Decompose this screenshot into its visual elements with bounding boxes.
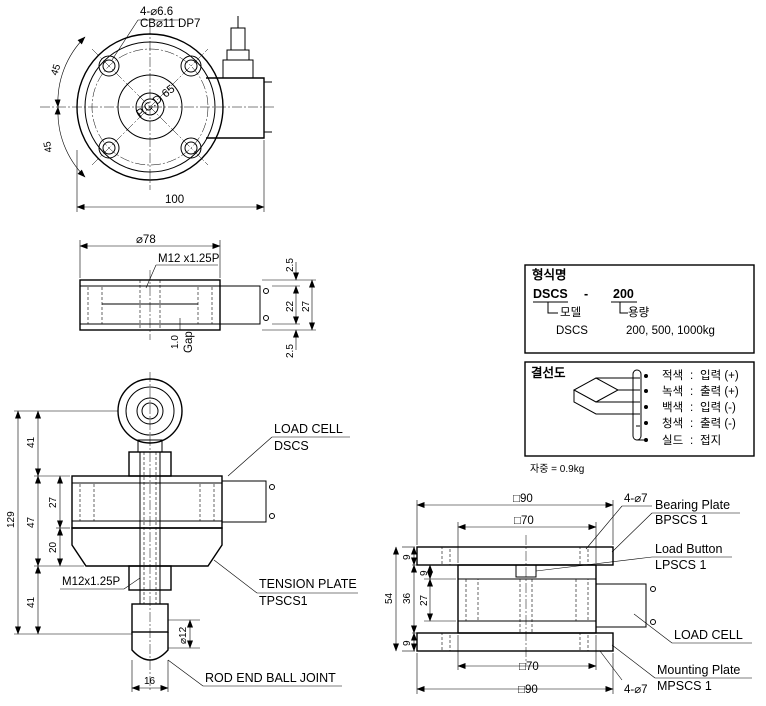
comp-dim-27: 27	[419, 594, 430, 606]
top-square-label: □90	[513, 493, 533, 505]
bolt-holes	[98, 55, 202, 159]
bearing-plate-label: Bearing Plate	[655, 498, 730, 512]
wire-color: 적색	[662, 369, 683, 382]
model-box-title: 형식명	[532, 267, 567, 282]
wire-markers	[637, 374, 648, 442]
bottom-square-label: □90	[518, 684, 538, 696]
wire-sep: :	[690, 370, 693, 382]
tension-dim-bottom: 41	[26, 596, 37, 608]
hole-note-line2: CB⌀11 DP7	[140, 18, 200, 30]
rod-width-label: 16	[144, 676, 156, 687]
mounting-plate-model: MPSCS 1	[657, 679, 712, 693]
tension-dim-mid: 47	[26, 516, 37, 528]
front-dim-top: 2.5	[285, 258, 296, 272]
comp-dim-9b: 9	[419, 570, 430, 576]
mounting-plate	[416, 632, 614, 652]
bottom-holes-label: 4-⌀7	[624, 684, 648, 696]
model-separator: -	[584, 287, 588, 301]
tension-plate-model: TPSCS1	[259, 594, 308, 608]
capacity-values: 200, 500, 1000kg	[626, 325, 715, 337]
comp-dim-bottom: 9	[402, 640, 413, 646]
tension-load-cell-model: DSCS	[274, 439, 309, 453]
wire-sep: :	[690, 402, 693, 414]
tension-load-cell-label: LOAD CELL	[274, 422, 343, 436]
top-width-label: 100	[165, 194, 184, 206]
top-inner-square-label: □70	[514, 515, 534, 527]
tension-thread-label: M12x1.25P	[62, 576, 121, 588]
comp-dim-36: 36	[402, 592, 413, 604]
capacity-label: 용량	[628, 306, 650, 319]
comp-dim-total: 54	[384, 592, 395, 604]
wire-function: 입력 (+)	[700, 369, 739, 382]
wire-color: 실드	[662, 434, 683, 447]
wire-color: 녹색	[662, 385, 683, 398]
compression-load-cell	[457, 564, 597, 634]
rod-diameter-label: ⌀12	[178, 626, 189, 644]
comp-dim-top: 9	[402, 554, 413, 560]
front-dim-bottom: 2.5	[285, 344, 296, 358]
front-dim-total: 27	[301, 300, 312, 312]
mounting-plate-label: Mounting Plate	[657, 663, 740, 677]
front-thread-label: M12 x1.25P	[158, 253, 220, 265]
top-holes-label: 4-⌀7	[624, 493, 648, 505]
wire-color: 청색	[662, 417, 683, 430]
weight-note: 자중 = 0.9kg	[530, 463, 584, 475]
tension-load-cell	[71, 475, 223, 529]
front-diameter-label: ⌀78	[136, 234, 156, 246]
tension-assembly: ⌀12 16 LOAD CELL DSCS TENSION PLATE TPSC…	[6, 372, 358, 692]
wire-function: 출력 (+)	[700, 385, 739, 398]
tension-dim-inner-27: 27	[48, 496, 59, 508]
wire-list: 적색 : 입력 (+) 녹색 : 출력 (+) 백색 : 입력 (-) 청색 :…	[662, 369, 739, 447]
front-gap-label: Gap	[183, 331, 195, 353]
hole-note-line1: 4-⌀6.6	[140, 6, 173, 18]
bridge-diagram	[572, 377, 620, 403]
load-button-label: Load Button	[655, 542, 722, 556]
wire-function: 접지	[700, 434, 721, 447]
rod-end-label: ROD END BALL JOINT	[205, 671, 336, 685]
wire-sep: :	[690, 435, 693, 447]
bearing-plate-model: BPSCS 1	[655, 513, 708, 527]
top-view: 45 45 4-⌀6.6 CB⌀11 DP7 P.C.D 65 100	[40, 6, 275, 212]
pcd-label: P.C.D 65	[134, 83, 177, 120]
capacity-code: 200	[613, 287, 634, 301]
model-value: DSCS	[556, 325, 588, 337]
bearing-plate	[416, 546, 614, 566]
tension-dim-top: 41	[26, 436, 37, 448]
tension-plate-label: TENSION PLATE	[259, 577, 357, 591]
comp-load-cell-label: LOAD CELL	[674, 628, 743, 642]
tension-dim-inner-20: 20	[48, 541, 59, 553]
load-button-model: LPSCS 1	[655, 558, 706, 572]
wire-sep: :	[690, 386, 693, 398]
wiring-box: 결선도 적색 : 입력 (+) 녹색 : 출력 (+) 백색 : 입력 (-) …	[524, 361, 755, 457]
front-view: ⌀78 M12 x1.25P 2.5 22 27 2.5 1.0 Gap	[79, 234, 316, 358]
angle-top-label: 45	[49, 63, 63, 77]
tension-dim-total: 129	[6, 511, 17, 528]
front-gap-value: 1.0	[170, 335, 181, 349]
model-code: DSCS	[533, 287, 568, 301]
tension-plate	[71, 527, 223, 567]
wire-color: 백색	[662, 401, 683, 414]
bottom-inner-square-label: □70	[519, 661, 539, 673]
angle-bottom-label: 45	[42, 140, 55, 153]
compression-assembly: □90 □70 4-⌀7 □70 □90 4-⌀7 54 9 36	[384, 493, 752, 696]
wire-function: 출력 (-)	[700, 417, 736, 430]
front-dim-mid: 22	[285, 300, 296, 312]
wire-sep: :	[690, 418, 693, 430]
wire-function: 입력 (-)	[700, 401, 736, 414]
model-label: 모델	[560, 305, 581, 319]
model-box: 형식명 DSCS - 200 모델 용량 DSCS 200, 500, 1000…	[524, 264, 755, 354]
wiring-box-title: 결선도	[531, 365, 566, 380]
